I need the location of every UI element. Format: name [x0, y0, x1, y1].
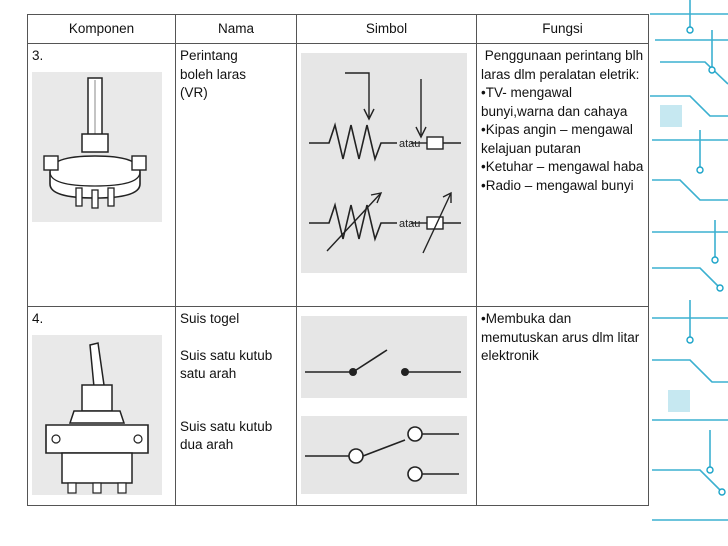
function-item: Membuka dan memutuskan arus dlm litar el… [481, 310, 644, 366]
component-name: Suis togel [180, 311, 240, 326]
component-name-line: Perintang [180, 48, 238, 63]
header-fungsi: Fungsi [476, 14, 649, 44]
header-simbol: Simbol [296, 14, 477, 44]
component-name-line: (VR) [180, 85, 208, 100]
variable-resistor-symbols: atau atau [301, 53, 467, 273]
row-number: 3. [32, 48, 44, 63]
symbol-label-atau: atau [399, 138, 420, 150]
table-row: 4. Suis togel Suis satu kutub satu arah … [27, 306, 649, 506]
function-item: Ketuhar – mengawal haba [481, 158, 644, 177]
komponen-cell: 4. [27, 306, 176, 506]
toggle-switch-image [32, 334, 162, 495]
fungsi-cell: Membuka dan memutuskan arus dlm litar el… [476, 306, 649, 506]
components-table: Komponen Nama Simbol Fungsi 3. Perinta [27, 14, 649, 506]
component-name-line: boleh laras [180, 66, 247, 82]
header-nama: Nama [175, 14, 297, 44]
header-komponen: Komponen [27, 14, 176, 44]
function-item: TV- mengawal bunyi,warna dan cahaya [481, 84, 644, 121]
simbol-cell [296, 306, 477, 506]
function-item: Radio – mengawal bunyi [481, 177, 644, 196]
table-row: 3. Perintang boleh laras (VR) [27, 43, 649, 307]
potentiometer-image [32, 71, 162, 222]
table-header-row: Komponen Nama Simbol Fungsi [27, 14, 649, 44]
component-name: Suis satu kutub satu arah [180, 347, 273, 382]
simbol-cell: atau atau [296, 43, 477, 307]
function-intro: Penggunaan perintang blh laras dlm peral… [481, 48, 647, 82]
fungsi-cell: Penggunaan perintang blh laras dlm peral… [476, 43, 649, 307]
symbol-label-atau: atau [399, 218, 420, 230]
row-number: 4. [32, 311, 44, 326]
nama-cell: Perintang boleh laras (VR) [175, 43, 297, 307]
switch-symbols [301, 316, 467, 494]
nama-cell: Suis togel Suis satu kutub satu arah Sui… [175, 306, 297, 506]
komponen-cell: 3. [27, 43, 176, 307]
component-name: Suis satu kutub dua arah [180, 418, 273, 453]
function-item: Kipas angin – mengawal kelajuan putaran [481, 121, 644, 158]
